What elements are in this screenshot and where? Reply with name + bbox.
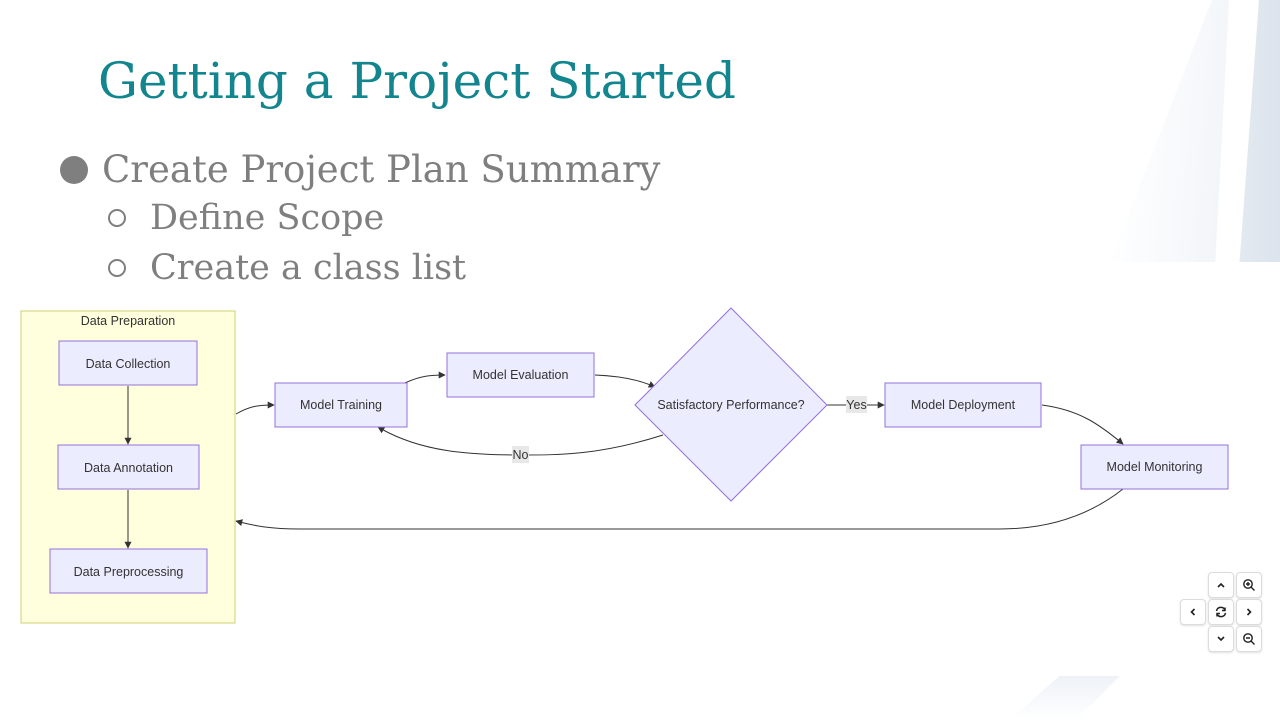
zoom-out-button[interactable] [1236, 626, 1262, 652]
edge-prep-training [235, 401, 275, 415]
svg-text:Yes: Yes [846, 398, 866, 412]
bullet-text: Create Project Plan Summary [102, 148, 661, 191]
node-model-evaluation[interactable]: Model Evaluation [446, 352, 595, 398]
node-model-training[interactable]: Model Training [274, 382, 408, 428]
reset-icon [1215, 606, 1227, 618]
sub-bullet-circle-icon [108, 209, 126, 227]
svg-text:Satisfactory Performance?: Satisfactory Performance? [657, 398, 804, 412]
pan-down-button[interactable] [1208, 626, 1234, 652]
svg-text:Data Annotation: Data Annotation [84, 461, 173, 475]
reset-view-button[interactable] [1208, 599, 1234, 625]
zoom-out-icon [1243, 633, 1255, 645]
node-model-monitoring[interactable]: Model Monitoring [1080, 444, 1229, 490]
svg-text:Data Preprocessing: Data Preprocessing [74, 565, 184, 579]
subgraph-title: Data Preparation [81, 314, 176, 328]
edge-label-yes: Yes [846, 396, 867, 413]
pan-left-button[interactable] [1180, 599, 1206, 625]
bullet-dot-icon [60, 155, 88, 184]
svg-text:Model Monitoring: Model Monitoring [1107, 460, 1203, 474]
svg-text:No: No [513, 448, 529, 462]
slide-bottom-decoration [1010, 676, 1120, 720]
edge-training-evaluation [404, 371, 446, 384]
node-data-collection[interactable]: Data Collection [58, 340, 198, 386]
bullet-level-2: Define Scope [108, 198, 384, 238]
pan-right-button[interactable] [1236, 599, 1262, 625]
bullet-level-1: Create Project Plan Summary [60, 148, 660, 191]
zoom-in-button[interactable] [1236, 572, 1262, 598]
chevron-right-icon [1246, 608, 1252, 616]
svg-text:Model Deployment: Model Deployment [911, 398, 1016, 412]
edge-label-no: No [512, 446, 529, 463]
pan-up-button[interactable] [1208, 572, 1234, 598]
svg-text:Model Evaluation: Model Evaluation [473, 368, 569, 382]
svg-text:Data Collection: Data Collection [86, 357, 171, 371]
sub-bullet-circle-icon [108, 259, 126, 277]
node-model-deployment[interactable]: Model Deployment [884, 382, 1042, 428]
bullet-level-2: Create a class list [108, 248, 466, 288]
node-decision-satisfactory[interactable]: Satisfactory Performance? [634, 307, 828, 502]
zoom-in-icon [1243, 579, 1255, 591]
edge-monitoring-prep [235, 488, 1124, 530]
chevron-up-icon [1217, 582, 1225, 588]
edge-evaluation-decision [594, 374, 656, 388]
bullet-text: Create a class list [150, 248, 467, 288]
edge-deployment-monitoring [1041, 404, 1124, 445]
chevron-left-icon [1190, 608, 1196, 616]
node-data-preprocessing[interactable]: Data Preprocessing [49, 548, 208, 594]
flowchart: Data Preparation Yes No Data Collection … [20, 307, 1229, 624]
slide-title: Getting a Project Started [98, 52, 736, 110]
node-data-annotation[interactable]: Data Annotation [57, 444, 200, 490]
chevron-down-icon [1217, 636, 1225, 642]
bullet-text: Define Scope [150, 198, 385, 238]
svg-text:Model Training: Model Training [300, 398, 382, 412]
